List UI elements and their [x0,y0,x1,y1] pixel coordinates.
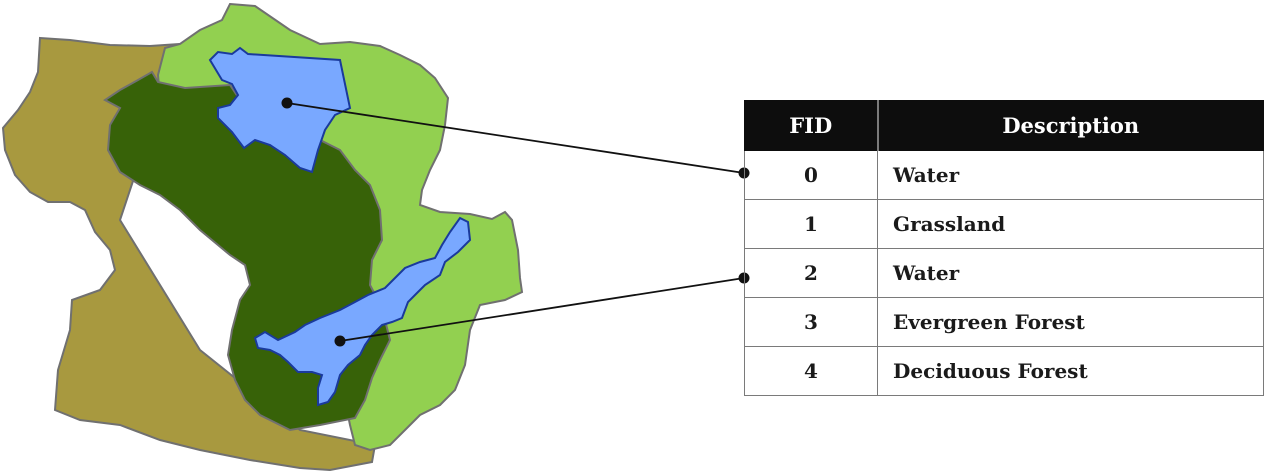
table-row[interactable]: 4 Deciduous Forest [744,346,1264,396]
polygon-water-top[interactable] [208,46,352,174]
fid-cell: 2 [744,248,878,298]
leader-line-fid-2 [339,277,745,342]
table-row[interactable]: 0 Water [744,150,1264,200]
description-cell: Deciduous Forest [877,346,1264,396]
description-cell: Water [877,248,1264,298]
description-cell: Grassland [877,199,1264,249]
leader-line-fid-0 [286,102,745,174]
description-cell: Water [877,150,1264,200]
polygon-water-bottom[interactable] [253,216,472,407]
fid-cell: 0 [744,150,878,200]
table-row[interactable]: 1 Grassland [744,199,1264,249]
attribute-table: FID Description 0 Water 1 Grassland 2 Wa… [744,100,1264,396]
fid-cell: 3 [744,297,878,347]
table-header-row: FID Description [744,100,1264,151]
description-cell: Evergreen Forest [877,297,1264,347]
leader-dot-water-bottom [334,335,346,347]
column-header-fid: FID [744,100,879,151]
fid-cell: 1 [744,199,878,249]
table-row[interactable]: 2 Water [744,248,1264,298]
column-header-description: Description [877,100,1264,151]
leader-dot-water-top [281,97,293,109]
fid-cell: 4 [744,346,878,396]
table-row[interactable]: 3 Evergreen Forest [744,297,1264,347]
